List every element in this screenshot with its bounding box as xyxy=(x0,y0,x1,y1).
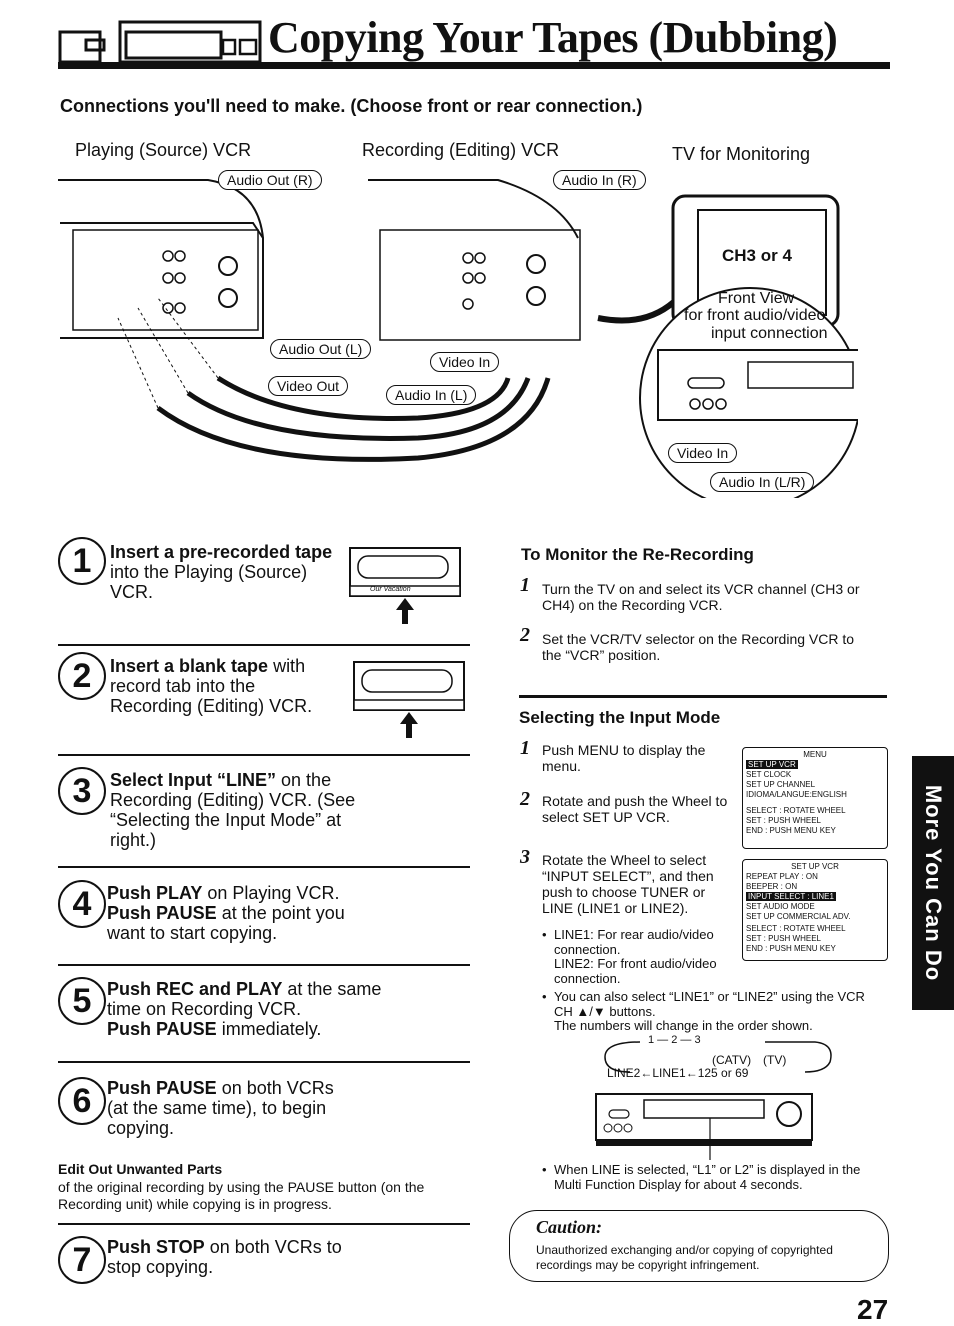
front-audio-in-label: Audio In (L/R) xyxy=(710,472,815,492)
setup-vcr-screen: SET UP VCR REPEAT PLAY : ON BEEPER : ON … xyxy=(742,859,888,961)
input-mode-heading: Selecting the Input Mode xyxy=(519,708,721,727)
audio-in-l-label: Audio In (L) xyxy=(386,385,477,405)
step-3-number: 3 xyxy=(58,767,106,815)
input-step-3-num: 3 xyxy=(520,846,530,868)
edit-out-body: of the original recording by using the P… xyxy=(58,1179,425,1212)
edit-out-heading: Edit Out Unwanted Parts xyxy=(58,1161,223,1177)
caution-title: Caution: xyxy=(536,1217,603,1237)
caution-body: Unauthorized exchanging and/or copying o… xyxy=(536,1243,833,1272)
sequence-bottom: LINE2←LINE1←125 or 69 xyxy=(607,1066,749,1080)
connection-diagram xyxy=(58,179,858,498)
input-step-1-text: Push MENU to display the menu. xyxy=(542,742,706,774)
audio-in-r-label: Audio In (R) xyxy=(553,170,646,190)
input-step-2-text: Rotate and push the Wheel to select SET … xyxy=(542,793,728,825)
step-1-number: 1 xyxy=(58,537,106,585)
step-divider xyxy=(58,644,470,646)
audio-out-r-label: Audio Out (R) xyxy=(218,170,322,190)
step-3-text: Select Input “LINE” on the Recording (Ed… xyxy=(110,770,356,850)
connections-heading: Connections you'll need to make. (Choose… xyxy=(60,96,643,116)
sequence-top: 1 — 2 — 3 xyxy=(648,1034,701,1046)
front-view-label: Front View xyxy=(718,290,795,307)
step-2-number: 2 xyxy=(58,652,106,700)
step-5-number: 5 xyxy=(58,977,106,1025)
order-note: The numbers will change in the order sho… xyxy=(554,1018,813,1033)
vcr-front-icon xyxy=(595,1093,813,1160)
sequence-tv: (TV) xyxy=(763,1053,787,1067)
line1-note: LINE1: For rear audio/video connection. xyxy=(554,927,714,957)
bullet-dot: • xyxy=(542,927,547,942)
section-side-tab: More You Can Do xyxy=(912,756,954,1010)
step-2-text: Insert a blank tape with record tab into… xyxy=(110,656,313,716)
step-4-text: Push PLAY on Playing VCR.Push PAUSE at t… xyxy=(107,883,345,943)
video-out-label: Video Out xyxy=(268,376,349,396)
recording-vcr-label: Recording (Editing) VCR xyxy=(362,140,560,160)
section-divider xyxy=(519,695,887,698)
playing-vcr-label: Playing (Source) VCR xyxy=(75,140,252,160)
vcr-logo-icon xyxy=(58,20,262,64)
tv-channel-label: CH3 or 4 xyxy=(722,246,792,265)
step-1-text: Insert a pre-recorded tape into the Play… xyxy=(110,542,333,602)
front-view-desc: for front audio/video xyxy=(684,307,826,324)
monitor-step-2-num: 2 xyxy=(520,624,530,646)
cassette-label: Our Vacation xyxy=(370,586,411,593)
step-divider xyxy=(58,866,470,868)
bullet-dot: • xyxy=(542,989,547,1004)
step-divider xyxy=(58,754,470,756)
monitor-heading: To Monitor the Re-Recording xyxy=(521,545,754,564)
monitor-step-1-num: 1 xyxy=(520,574,530,596)
tv-label: TV for Monitoring xyxy=(672,144,811,164)
ch-buttons-note: You can also select “LINE1” or “LINE2” u… xyxy=(554,989,865,1019)
caution-box: Caution: Unauthorized exchanging and/or … xyxy=(509,1210,889,1282)
sequence-catv: (CATV) xyxy=(712,1053,752,1067)
front-video-in-label: Video In xyxy=(668,443,738,463)
line2-note: LINE2: For front audio/video connection. xyxy=(554,956,717,986)
step-6-number: 6 xyxy=(58,1077,106,1125)
bullet-dot: • xyxy=(542,1162,547,1177)
monitor-step-2-text: Set the VCR/TV selector on the Recording… xyxy=(542,631,855,663)
step-4-number: 4 xyxy=(58,880,106,928)
step-divider xyxy=(58,964,470,966)
blank-cassette-icon xyxy=(353,661,465,738)
sequence-loop-icon xyxy=(604,1041,832,1073)
input-step-2-num: 2 xyxy=(520,788,530,810)
title-rule xyxy=(58,62,890,69)
line-display-note: When LINE is selected, “L1” or L2” is di… xyxy=(554,1162,861,1192)
step-6-text: Push PAUSE on both VCRs (at the same tim… xyxy=(107,1078,334,1138)
step-divider xyxy=(58,1223,470,1225)
step-5-text: Push REC and PLAY at the same time on Re… xyxy=(107,979,382,1039)
cassette-icon xyxy=(349,547,461,624)
step-7-text: Push STOP on both VCRs to stop copying. xyxy=(107,1237,342,1277)
page-number: 27 xyxy=(857,1294,889,1325)
video-in-label: Video In xyxy=(430,352,500,372)
menu-screen: MENU SET UP VCR SET CLOCK SET UP CHANNEL… xyxy=(742,747,888,849)
input-step-3-text: Rotate the Wheel to select “INPUT SELECT… xyxy=(542,852,714,916)
input-step-1-num: 1 xyxy=(520,737,530,759)
audio-out-l-label: Audio Out (L) xyxy=(270,339,372,359)
front-view-desc-2: input connection xyxy=(711,325,828,342)
page-title: Copying Your Tapes (Dubbing) xyxy=(268,13,838,62)
step-divider xyxy=(58,1061,470,1063)
step-7-number: 7 xyxy=(58,1236,106,1284)
monitor-step-1-text: Turn the TV on and select its VCR channe… xyxy=(542,581,860,613)
